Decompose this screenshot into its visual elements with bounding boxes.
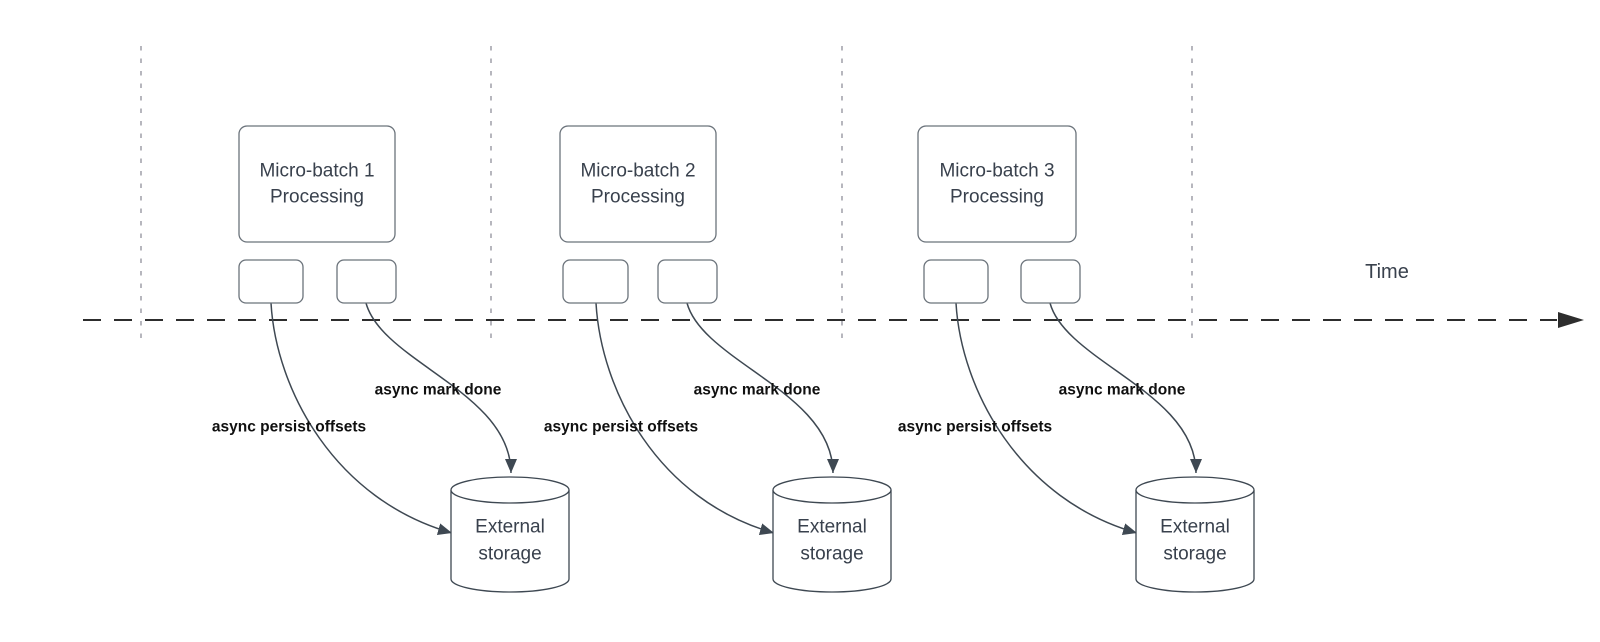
batch-2-external-storage-cylinder [772,490,892,593]
batch-1-storage-line2: storage [478,544,541,565]
batch-1-title-line2: Processing [270,187,364,208]
batch-3-title-line1: Micro-batch 3 [939,161,1054,182]
batch-2-title-line1: Micro-batch 2 [580,161,695,182]
batch-1-mark-done-label: async mark done [375,382,502,399]
micro-batch-1-group: Micro-batch 1 Processing async persist o… [212,125,570,593]
batch-2-storage-line1: External [797,517,867,538]
batch-1-external-storage-cylinder [450,490,570,593]
batch-1-storage-line1: External [475,517,545,538]
time-axis-label: Time [1365,261,1409,283]
batch-3-mark-done-label: async mark done [1059,382,1186,399]
batch-3-small-box-right [1020,259,1081,304]
time-axis-arrowhead-icon [1558,312,1584,328]
micro-batch-2-group: Micro-batch 2 Processing async persist o… [544,125,892,593]
micro-batch-3-group: Micro-batch 3 Processing async persist o… [898,125,1255,593]
batch-1-processing-box [238,125,396,243]
batch-3-mark-done-arrow [1049,302,1202,474]
batch-1-small-box-right [336,259,397,304]
batch-2-persist-offsets-label: async persist offsets [544,419,698,436]
batch-3-small-box-left [923,259,989,304]
batch-2-external-storage-cylinder-top [772,476,892,504]
batch-1-small-box-left [238,259,304,304]
batch-1-mark-done-arrow [365,302,517,474]
batch-3-external-storage-cylinder [1135,490,1255,593]
batch-2-mark-done-arrow [686,302,839,474]
batch-3-processing-box [917,125,1077,243]
batch-3-persist-offsets-arrow [955,302,1138,535]
batch-1-title-line1: Micro-batch 1 [259,161,374,182]
batch-1-persist-offsets-label: async persist offsets [212,419,366,436]
batch-1-persist-offsets-arrow [270,302,453,535]
batch-2-small-box-right [657,259,718,304]
batch-3-title-line2: Processing [950,187,1044,208]
batch-2-storage-line2: storage [800,544,863,565]
batch-2-small-box-left [562,259,629,304]
batch-2-mark-done-label: async mark done [694,382,821,399]
batch-2-title-line2: Processing [591,187,685,208]
batch-2-processing-box [559,125,717,243]
batch-1-external-storage-cylinder-top [450,476,570,504]
batch-2-persist-offsets-arrow [595,302,775,535]
batch-3-persist-offsets-label: async persist offsets [898,419,1052,436]
batch-3-storage-line1: External [1160,517,1230,538]
batch-3-external-storage-cylinder-top [1135,476,1255,504]
batch-3-storage-line2: storage [1163,544,1226,565]
